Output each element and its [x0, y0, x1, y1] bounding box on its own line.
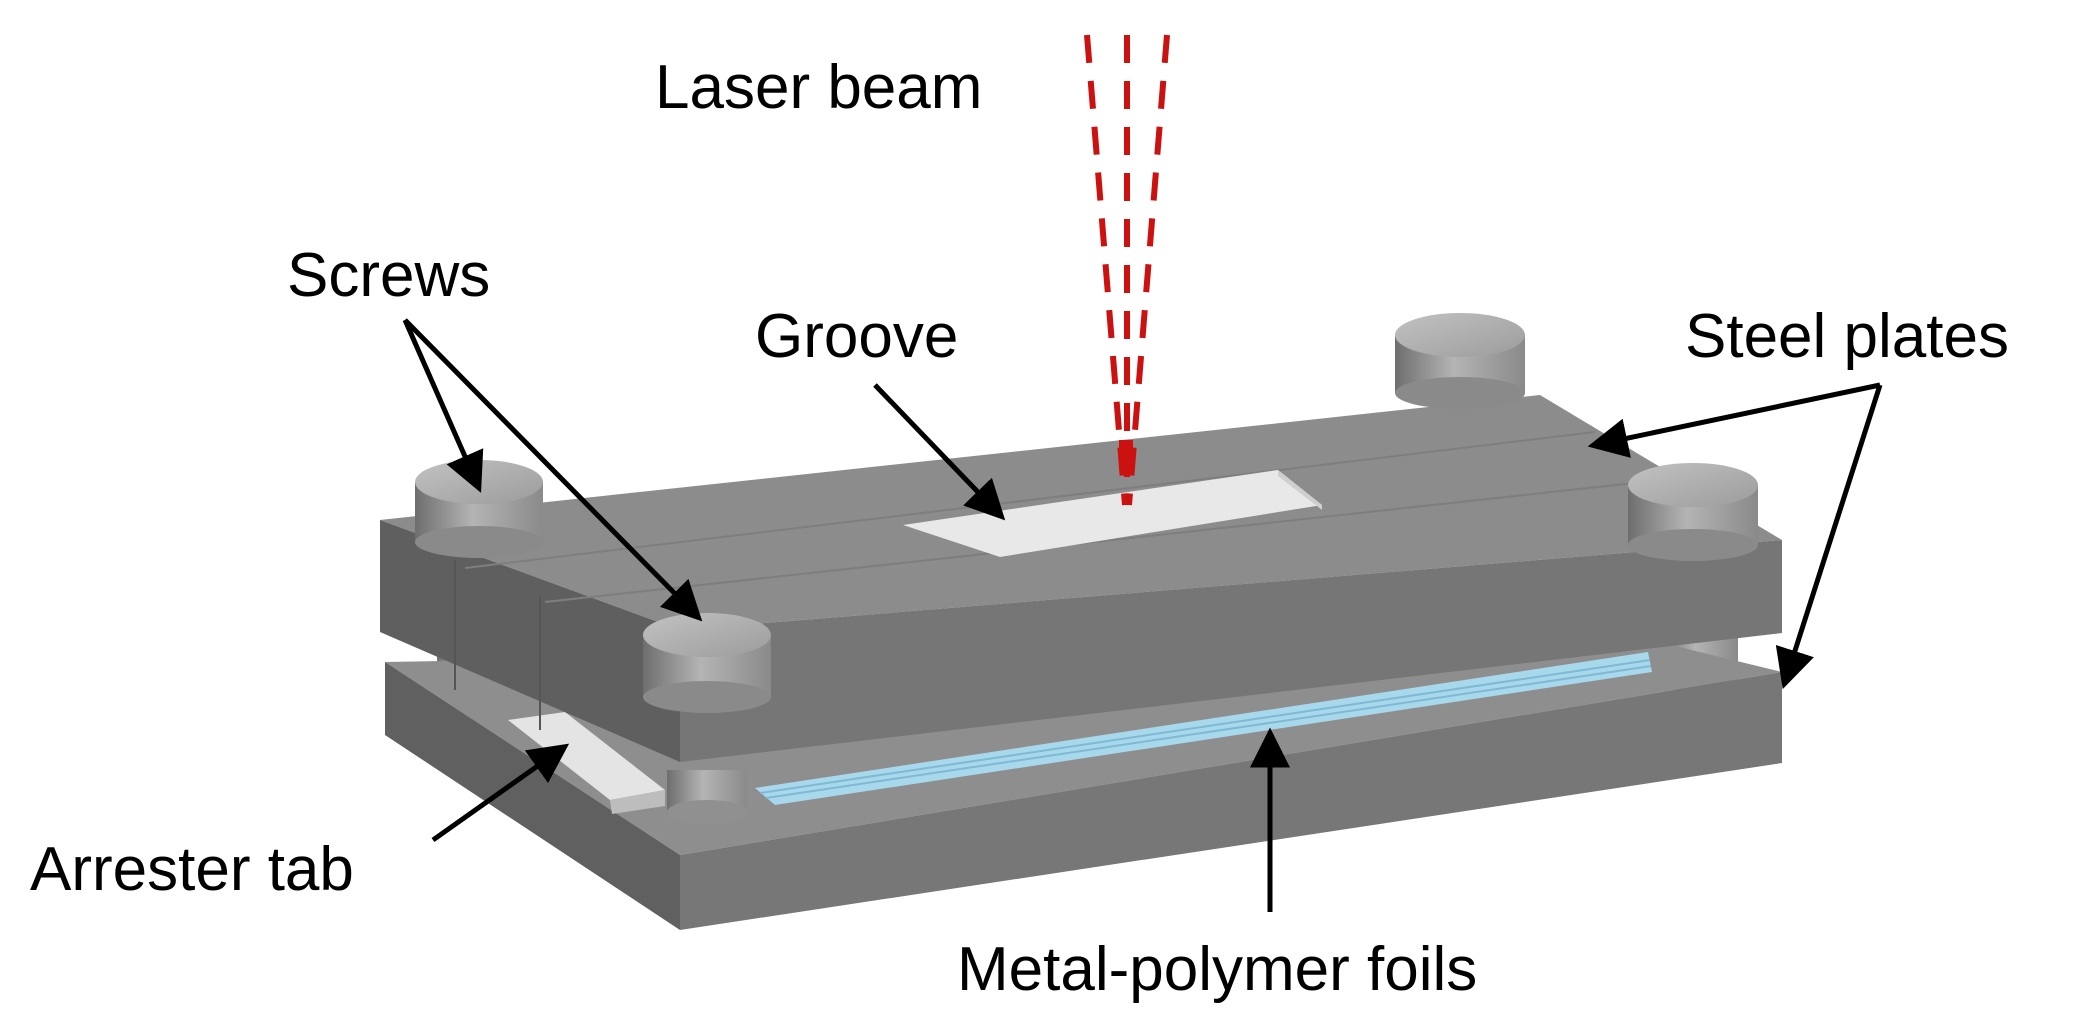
steel-plates-arrow-upper [1587, 382, 1881, 458]
screw-shaft-front-left [667, 770, 747, 824]
label-steel-plates: Steel plates [1685, 302, 2009, 371]
screw-head-back-left [415, 460, 543, 558]
label-arrester-tab: Arrester tab [30, 835, 354, 904]
labels: Laser beam Screws Groove Steel plates Ar… [30, 53, 2009, 1004]
groove [903, 470, 1322, 557]
annotation-arrows [402, 318, 1883, 912]
screw-head-front-left [643, 613, 771, 713]
groove-arrow [873, 383, 1006, 521]
label-groove: Groove [755, 302, 958, 371]
screws-arrow-right [403, 318, 703, 622]
arrester-tab-arrow [431, 743, 570, 843]
arrester-tab [508, 712, 665, 814]
screw-head-back-right [1395, 313, 1525, 409]
metal-polymer-foils [755, 652, 1652, 805]
screw-head-front-right [1628, 463, 1758, 561]
bottom-plate-side-face [385, 662, 680, 930]
laser-beam [1084, 34, 1170, 506]
label-screws: Screws [287, 241, 490, 310]
bottom-plate-front-face [680, 672, 1782, 930]
label-metal-polymer-foils: Metal-polymer foils [957, 935, 1477, 1004]
top-plate-front-face [680, 540, 1782, 762]
screws-arrow-left [402, 318, 484, 493]
steel-plates-arrow-lower [1775, 384, 1883, 690]
label-laser-beam: Laser beam [655, 53, 982, 122]
